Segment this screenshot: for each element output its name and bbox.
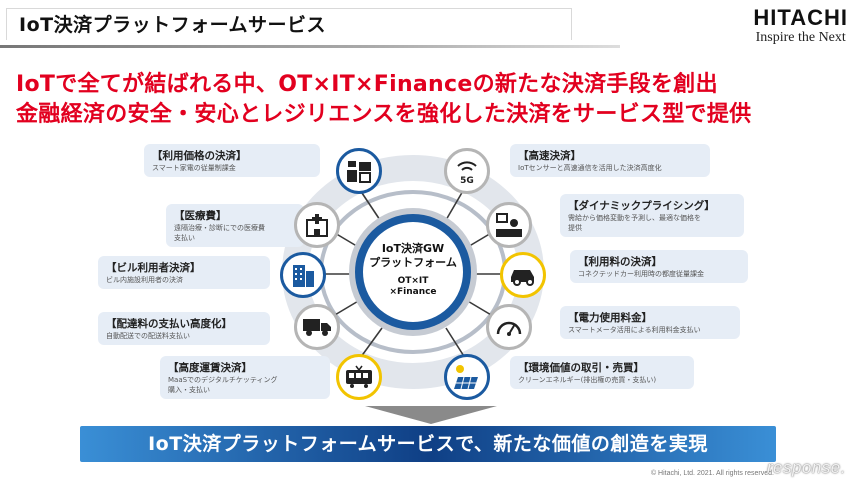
banner-text: IoT決済プラットフォームサービスで、新たな価値の創造を実現 [148,433,708,455]
building-icon [280,252,326,298]
hub-subtitle: プラットフォーム [369,256,457,269]
card-advanced-fare: 【高度運賃決済】 MaaSでのデジタルチケッティング 購入・支払い [160,356,330,399]
card-sub: 需給から価格変動を予測し、最適な価格を [568,214,701,222]
dynamic-pricing-icon [486,202,532,248]
logo-brand: HITACHI [753,5,848,30]
hitachi-logo: HITACHI Inspire the Next [753,6,848,46]
hub-tag-1: OT×IT [397,276,429,286]
right-cards: 【高速決済】 IoTセンサーと高速通信を活用した決済高度化 【ダイナミックプライ… [0,128,862,408]
card-sub: クリーンエネルギー(排出権の売買・支払い) [518,376,657,384]
card-usage-fee-payment: 【利用料の決済】 コネクテッドカー利用時の都度従量課金 [570,250,748,283]
card-title: 【医療費】 [174,210,227,222]
card-dynamic-pricing: 【ダイナミックプライシング】 需給から価格変動を予測し、最適な価格を 提供 [560,194,744,237]
summary-banner: IoT決済プラットフォームサービスで、新たな価値の創造を実現 [80,426,776,462]
down-arrow [365,406,497,424]
meter-icon [486,304,532,350]
service-diagram: 【利用価格の決済】 スマート家電の従量制課金 【医療費】 遠隔治療・診断にでの医… [0,128,862,408]
card-medical-fee: 【医療費】 遠隔治療・診断にでの医療費 支払い [166,204,304,247]
card-sub-2: 提供 [568,224,582,232]
card-title: 【利用価格の決済】 [152,150,247,162]
card-high-speed-payment: 【高速決済】 IoTセンサーと高速通信を活用した決済高度化 [510,144,710,177]
watermark: response. [766,458,846,477]
headline-line-1: IoTで全てが結ばれる中、OT×IT×Financeの新たな決済手段を創出 [16,72,718,97]
title-underline [0,45,620,48]
header-bar: IoT決済プラットフォームサービス HITACHI Inspire the Ne… [0,0,862,52]
page-title: IoT決済プラットフォームサービス [19,14,327,36]
card-title: 【環境価値の取引・売買】 [518,362,644,374]
copyright: © Hitachi, Ltd. 2021. All rights reserve… [650,470,774,477]
card-usage-price-payment: 【利用価格の決済】 スマート家電の従量制課金 [144,144,320,177]
hospital-icon [294,202,340,248]
card-sub: IoTセンサーと高速通信を活用した決済高度化 [518,164,662,172]
logo-tagline: Inspire the Next [755,30,846,45]
truck-icon [294,304,340,350]
appliance-icon [336,148,382,194]
card-building-user-payment: 【ビル利用者決済】 ビル内施設利用者の決済 [98,256,270,289]
card-title: 【高度運賃決済】 [168,362,252,374]
card-sub: 遠隔治療・診断にでの医療費 [174,224,265,232]
card-environmental-value: 【環境価値の取引・売買】 クリーンエネルギー(排出権の売買・支払い) [510,356,694,389]
card-sub: MaaSでのデジタルチケッティング [168,376,278,384]
title-box: IoT決済プラットフォームサービス [6,8,572,40]
headline-line-2: 金融経済の安全・安心とレジリエンスを強化した決済をサービス型で提供 [16,102,752,127]
card-sub: コネクテッドカー利用時の都度従量課金 [578,270,704,278]
card-title: 【利用料の決済】 [578,256,662,268]
card-title: 【ビル利用者決済】 [106,262,201,274]
card-sub: スマート家電の従量制課金 [152,164,236,172]
card-delivery-fee: 【配達料の支払い高度化】 自動配送での配送料支払い [98,312,270,345]
card-sub-2: 購入・支払い [168,386,210,394]
card-electricity-fee: 【電力使用料金】 スマートメータ活用による利用料金支払い [560,306,740,339]
card-title: 【高速決済】 [518,150,581,162]
card-sub-2: 支払い [174,234,195,242]
card-title: 【ダイナミックプライシング】 [568,200,715,212]
hub-tag-2: ×Finance [389,287,437,297]
card-sub: ビル内施設利用者の決済 [106,276,183,284]
card-sub: 自動配送での配送料支払い [106,332,190,340]
hub-title: IoT決済GW [381,242,445,255]
5g-label: 5G [460,176,474,186]
train-icon [336,354,382,400]
card-sub: スマートメータ活用による利用料金支払い [568,326,701,334]
car-icon [500,252,546,298]
iot-payment-gw-hub: IoT決済GW プラットフォーム OT×IT ×Finance [355,214,471,330]
card-title: 【配達料の支払い高度化】 [106,318,232,330]
solar-panel-icon [444,354,490,400]
card-title: 【電力使用料金】 [568,312,652,324]
5g-wifi-icon: 5G [444,148,490,194]
left-cards: 【利用価格の決済】 スマート家電の従量制課金 【医療費】 遠隔治療・診断にでの医… [0,128,862,408]
